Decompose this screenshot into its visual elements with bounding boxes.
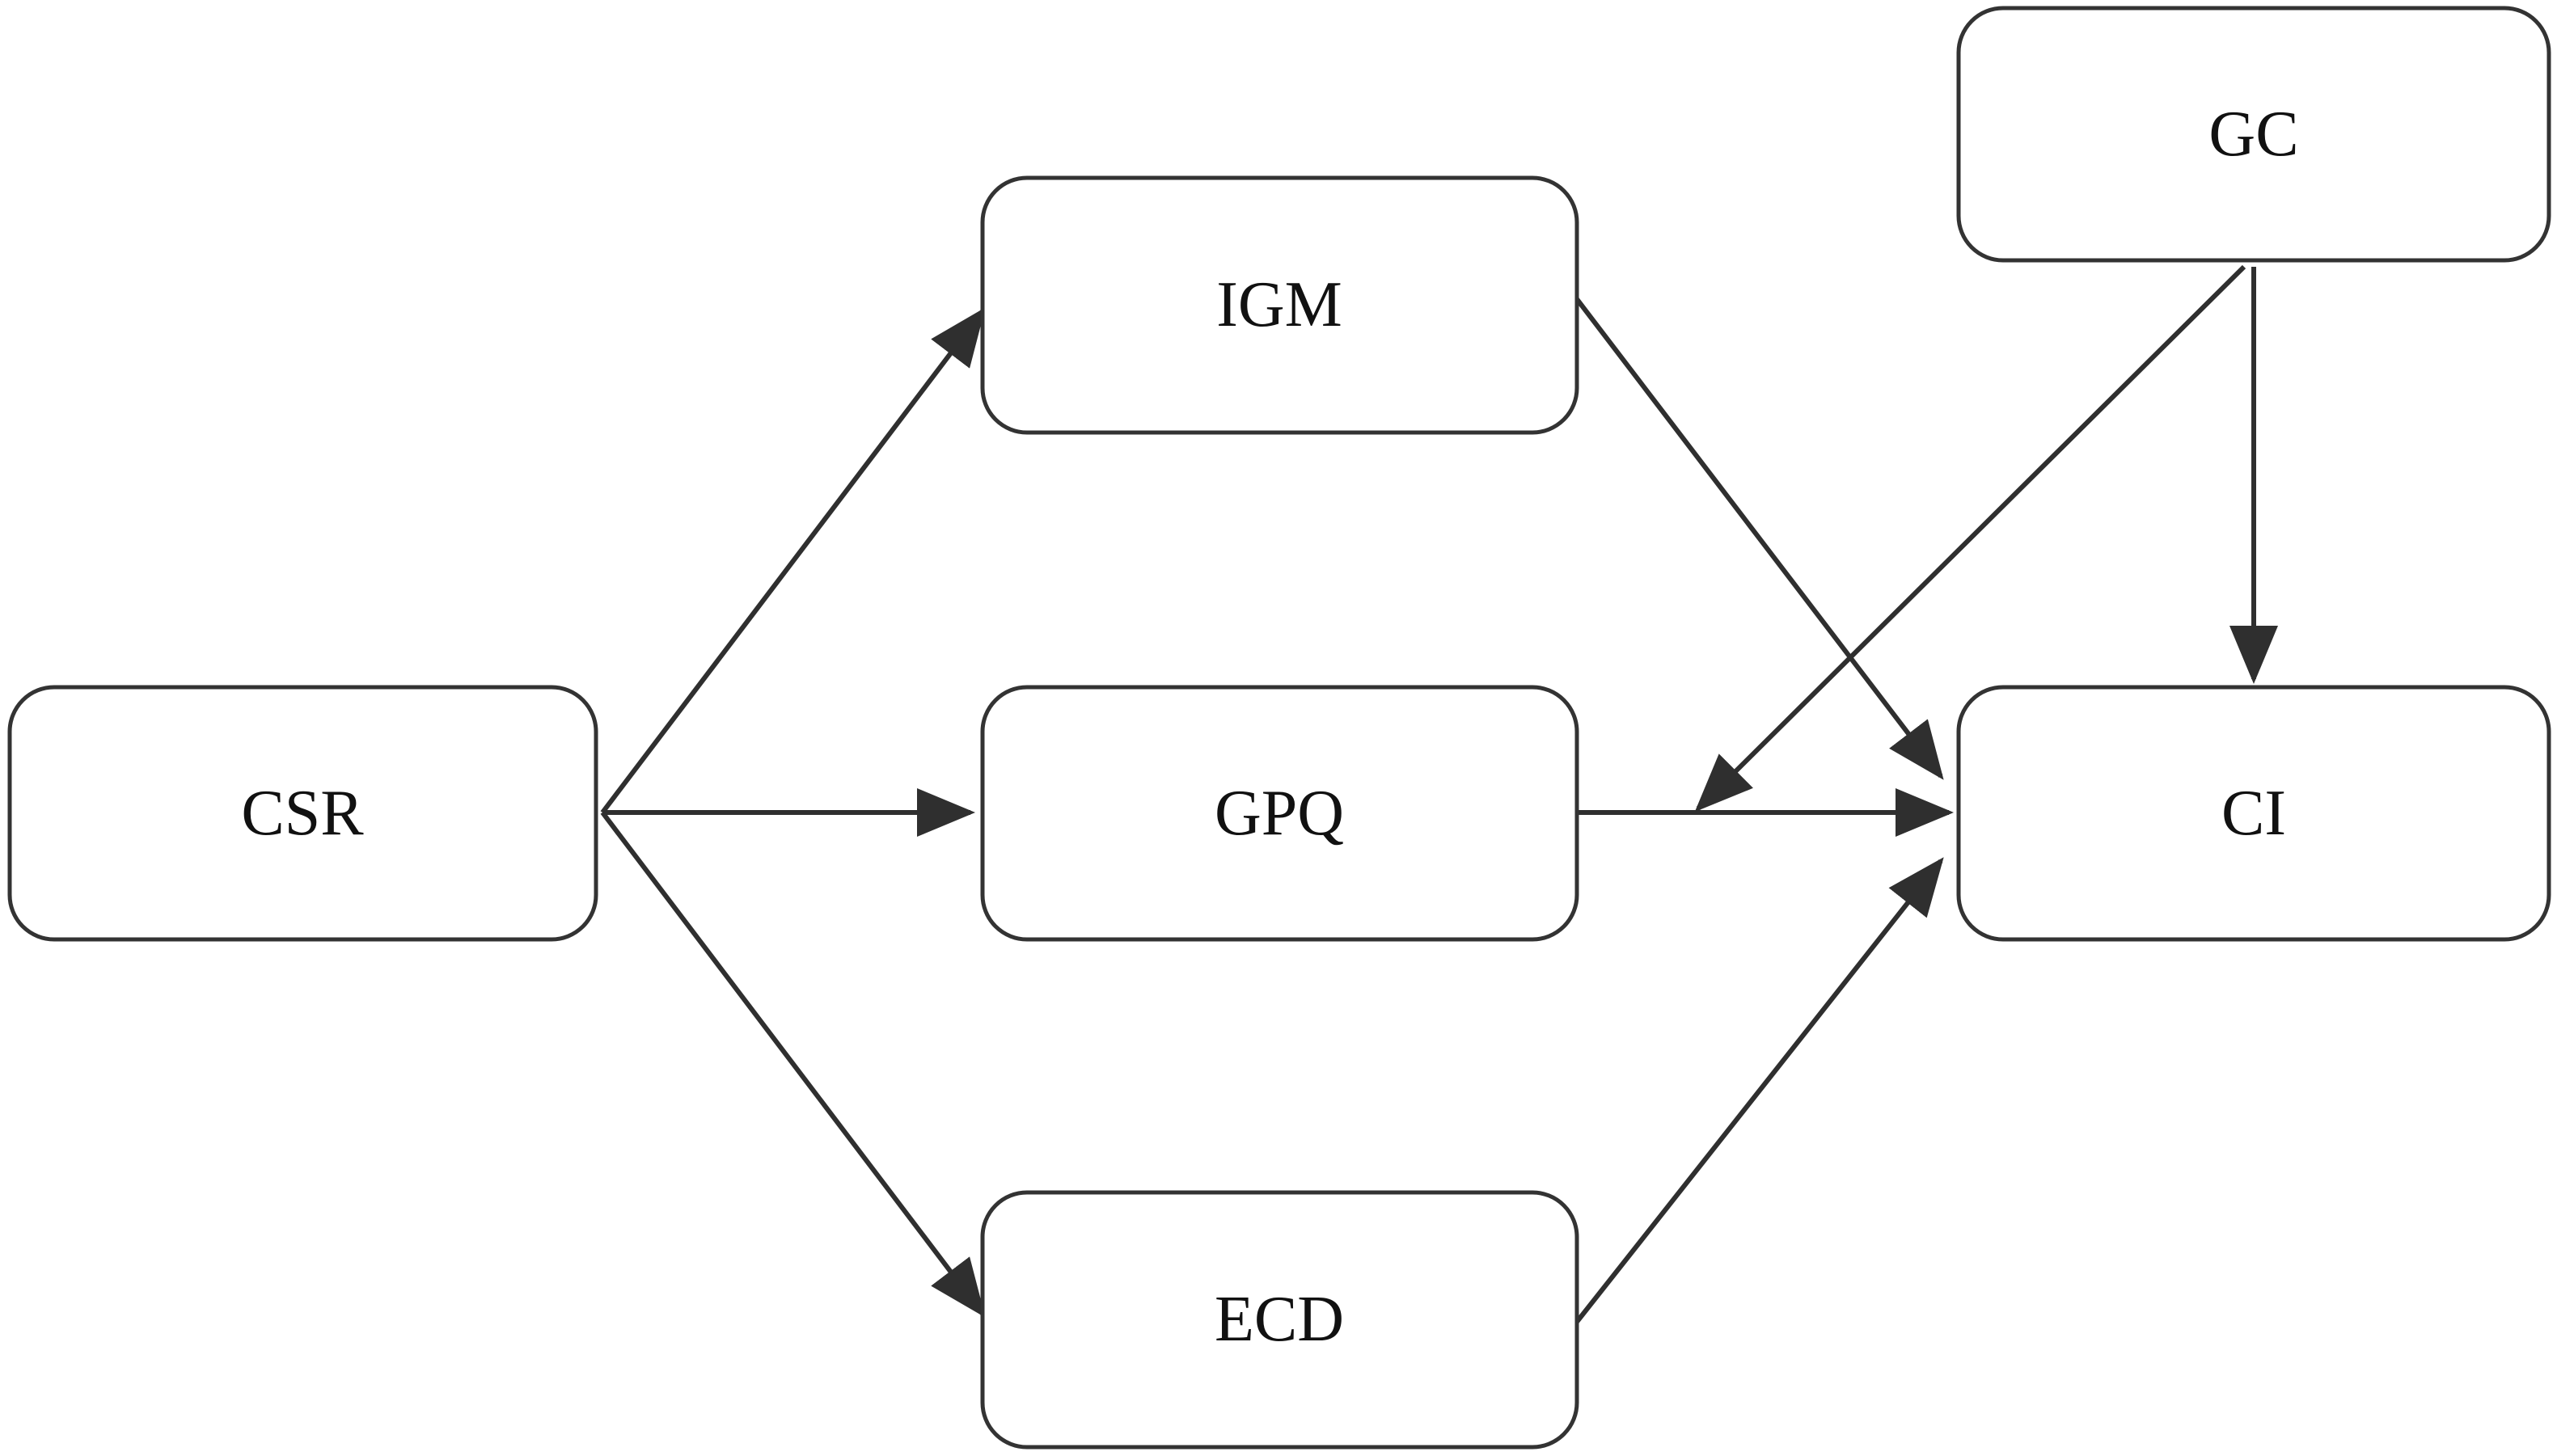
node-igm: IGM	[980, 175, 1579, 435]
node-gpq-label: GPQ	[1215, 778, 1344, 849]
edge-igm-to-ci	[1574, 298, 1944, 780]
node-ci-label: CI	[2221, 778, 2286, 849]
node-gc: GC	[1956, 6, 2551, 263]
edge-gc-to-gpq-ci-path	[1694, 264, 2246, 812]
node-ci: CI	[1956, 685, 2551, 942]
node-csr-label: CSR	[241, 778, 364, 849]
node-gpq: GPQ	[980, 685, 1579, 942]
node-ecd-label: ECD	[1215, 1284, 1344, 1355]
node-csr: CSR	[7, 685, 598, 942]
edge-csr-to-igm	[600, 307, 986, 814]
node-igm-label: IGM	[1216, 269, 1342, 340]
edge-csr-to-ecd	[600, 811, 986, 1318]
edge-ecd-to-ci	[1574, 857, 1944, 1323]
node-gc-label: GC	[2208, 99, 2298, 170]
node-ecd: ECD	[980, 1190, 1579, 1450]
